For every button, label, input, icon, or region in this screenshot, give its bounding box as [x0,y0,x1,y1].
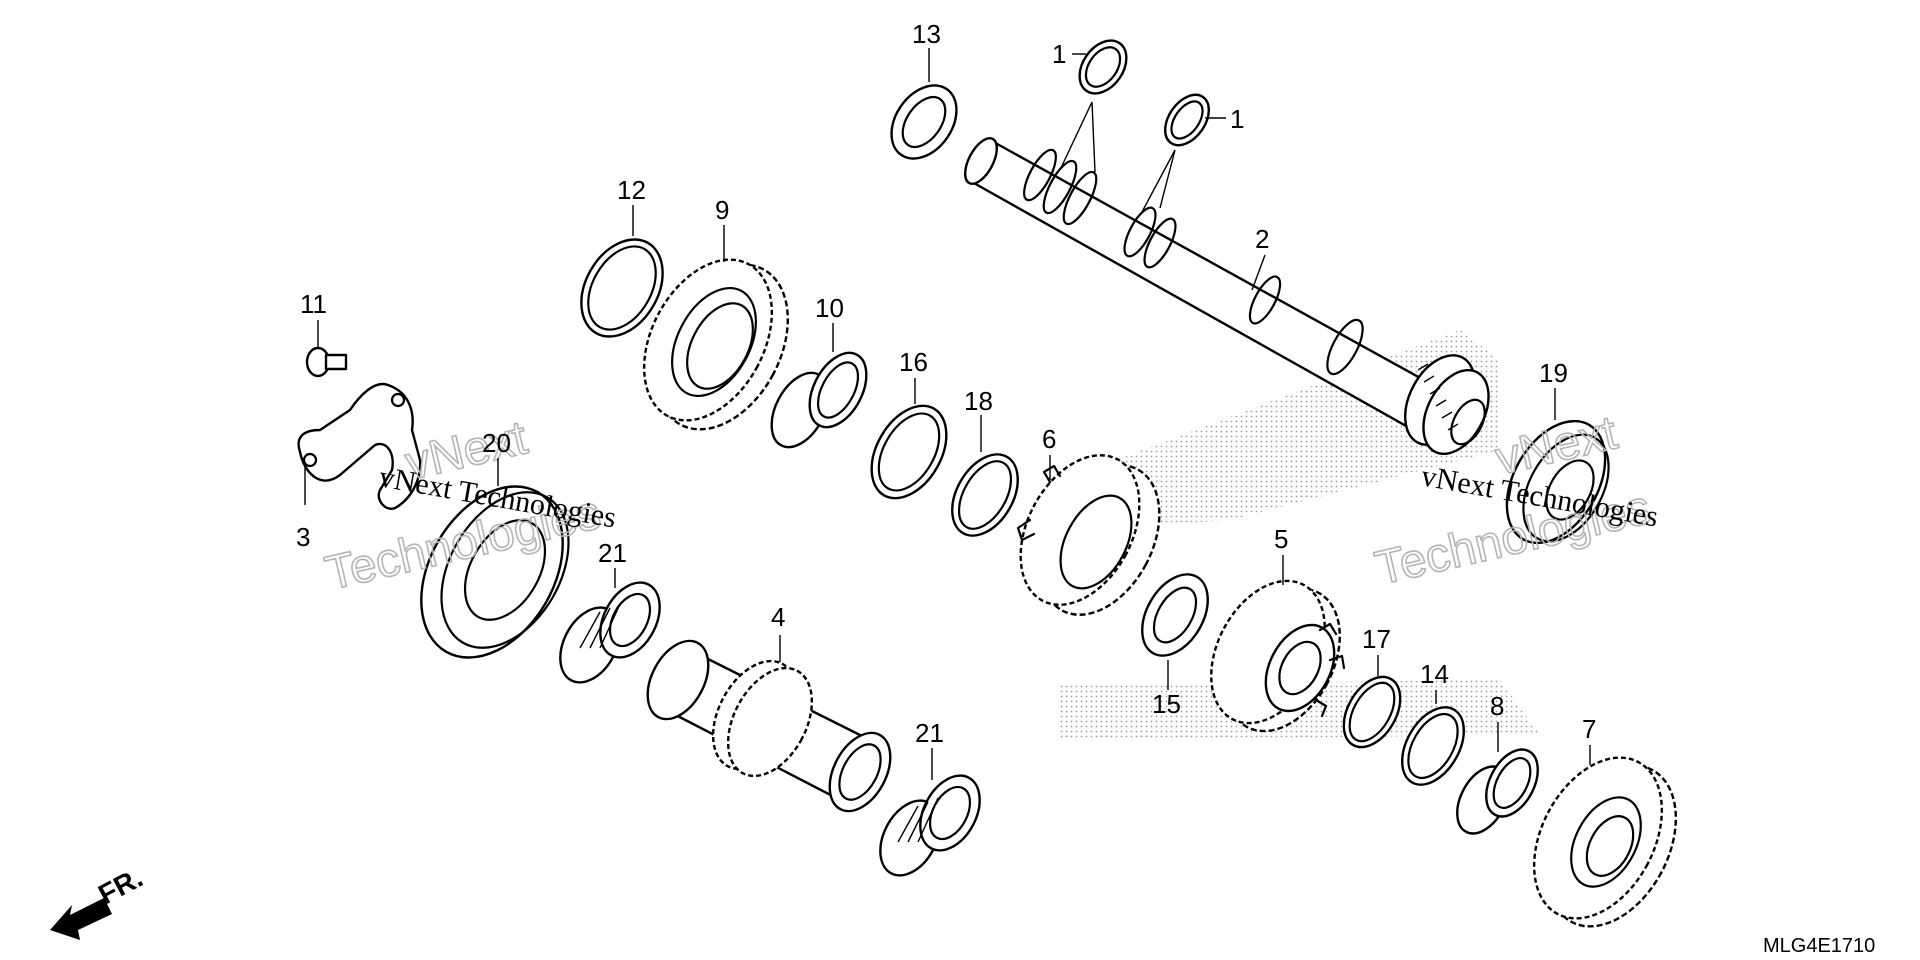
part-1-ring-upper [1078,39,1128,95]
part-7-gear [1532,756,1678,928]
callout-10: 10 [815,293,844,323]
part-21-needle-bearing-upper [559,581,661,684]
part-18-snap-ring [951,453,1019,537]
part-4-countershaft [646,639,892,813]
callout-11: 11 [300,289,327,319]
part-8-bushing [1456,748,1539,835]
callout-18: 18 [964,386,993,416]
callout-20: 20 [482,428,511,458]
callout-6: 6 [1042,424,1056,454]
callout-5: 5 [1274,524,1288,554]
callout-7: 7 [1582,714,1596,744]
part-3-plate [297,382,422,510]
part-11-bolt [305,346,348,378]
callout-9: 9 [715,195,729,225]
part-19-bearing [1505,419,1610,545]
callout-1-lower: 1 [1230,104,1244,134]
callout-3: 3 [296,522,310,552]
callout-8: 8 [1490,691,1504,721]
part-21-needle-bearing-lower [879,774,981,877]
callout-16: 16 [899,347,928,377]
callout-15: 15 [1152,689,1181,719]
callout-labels: 1 1 2 3 4 5 6 7 8 9 10 11 12 13 14 15 16… [296,19,1596,748]
callout-21-lower: 21 [915,718,944,748]
callout-13: 13 [912,19,941,49]
part-15-lock-washer [1141,573,1209,657]
callout-21-upper: 21 [598,538,627,568]
callout-14: 14 [1420,659,1449,689]
part-14-washer [1401,706,1465,786]
callout-12: 12 [617,175,646,205]
part-2-shaft [963,137,1490,456]
part-20-bearing [420,485,570,659]
part-5-gear [1210,579,1346,733]
part-9-gear [642,258,789,431]
callout-1-upper: 1 [1052,39,1066,69]
part-12-ring [580,238,664,338]
part-10-bushing [770,351,868,449]
callout-2: 2 [1255,224,1269,254]
diagram-part-code: MLG4E1710 [1763,935,1875,957]
callout-4: 4 [771,602,785,632]
ring-leaders [1059,101,1176,213]
callout-19: 19 [1539,358,1568,388]
part-1-ring-lower [1163,93,1211,147]
part-16-washer [870,404,948,500]
callout-17: 17 [1362,624,1391,654]
part-17-snap-ring [1342,675,1402,749]
callout-leaders [304,48,1591,780]
part-6-gear [1016,454,1161,616]
front-direction-arrow [50,898,112,940]
part-13-washer [890,84,958,160]
